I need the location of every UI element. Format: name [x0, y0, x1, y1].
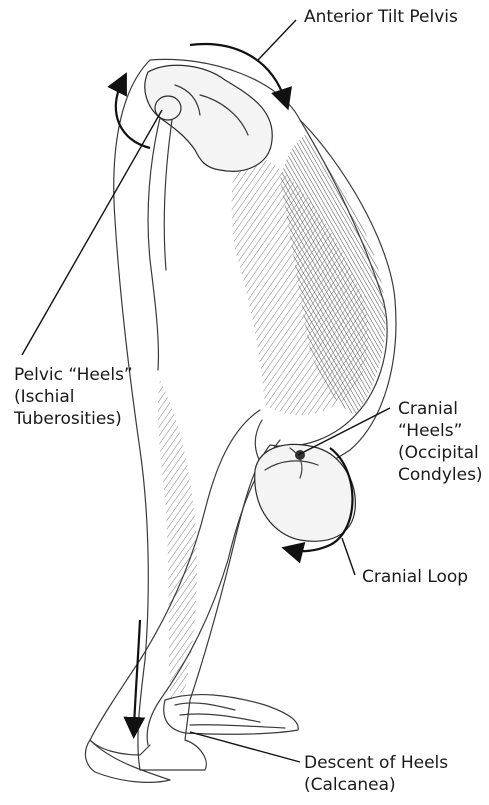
cranial-heels-line-2: “Heels” [398, 420, 483, 442]
cranial-heels-line-3: (Occipital [398, 442, 483, 464]
label-cranial-heels: Cranial “Heels” (Occipital Condyles) [398, 398, 483, 486]
pelvic-heels-line-2: (Ischial [14, 386, 133, 408]
leader-descent-heels [190, 732, 300, 762]
leader-cranial-heels [298, 408, 390, 455]
label-anterior-tilt: Anterior Tilt Pelvis [304, 6, 458, 28]
pelvic-heels-line-1: Pelvic “Heels” [14, 364, 133, 386]
cranial-heels-line-1: Cranial [398, 398, 483, 420]
descent-heels-line-1: Descent of Heels [304, 752, 448, 774]
leader-pelvic-heels [22, 110, 162, 355]
descent-heels-line-2: (Calcanea) [304, 774, 448, 796]
pelvic-heels-line-3: Tuberosities) [14, 408, 133, 430]
cranial-heels-line-4: Condyles) [398, 464, 483, 486]
calf-shading [158, 380, 197, 700]
label-cranial-loop: Cranial Loop [362, 566, 468, 588]
leader-cranial-loop [342, 538, 355, 575]
label-pelvic-heels: Pelvic “Heels” (Ischial Tuberosities) [14, 364, 133, 430]
leader-anterior-tilt [258, 20, 296, 60]
femur [148, 118, 172, 370]
label-descent-heels: Descent of Heels (Calcanea) [304, 752, 448, 796]
